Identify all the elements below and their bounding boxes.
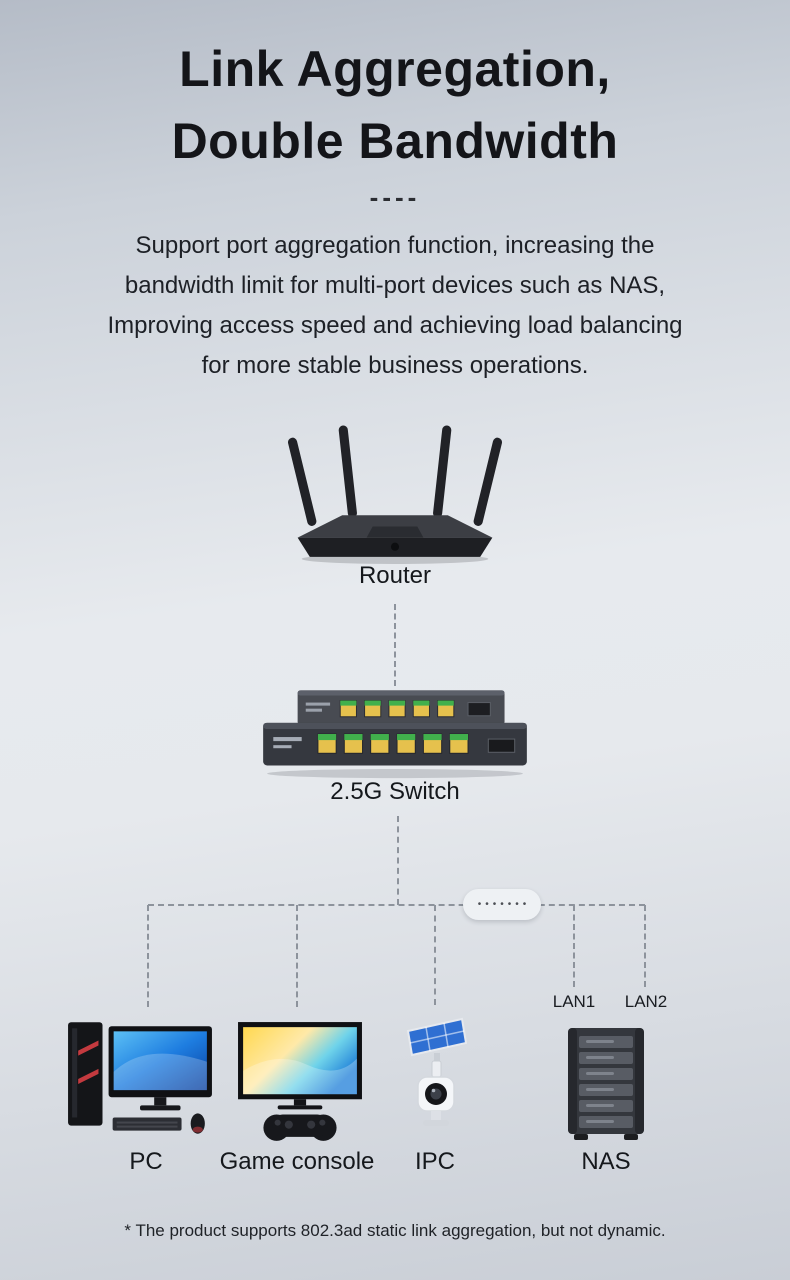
- router-label: Router: [358, 562, 432, 589]
- pc-monitor: [108, 1026, 212, 1111]
- switch-label: 2.5G Switch: [330, 778, 460, 805]
- switch-rear-unit: [297, 690, 505, 725]
- switch-front-port-leds: [317, 734, 469, 741]
- router-illustration: [287, 425, 503, 564]
- nas-feet: [574, 1134, 638, 1140]
- pc-label: PC: [129, 1148, 163, 1175]
- switch-front-unit: [263, 722, 527, 766]
- connector-drop-pc: [147, 905, 149, 1007]
- description-line: Support port aggregation function, incre…: [135, 232, 655, 259]
- connector-bus-horizontal: [148, 904, 645, 906]
- switch-rear-port-leds: [340, 700, 454, 706]
- pc-tower: [68, 1022, 103, 1126]
- more-devices-ellipsis-pill: •••••••: [463, 889, 541, 920]
- description-line: bandwidth limit for multi-port devices s…: [124, 272, 666, 299]
- switch-shadow: [267, 769, 523, 779]
- nas-lan2-label: LAN2: [624, 992, 668, 1011]
- ipc-camera: [417, 1053, 455, 1126]
- nas-drive-bays: [579, 1036, 633, 1128]
- nas-illustration: [568, 1028, 644, 1140]
- switch-illustration: [263, 690, 527, 779]
- description-line: Improving access speed and achieving loa…: [107, 312, 683, 339]
- ellipsis-dots: •••••••: [477, 898, 531, 910]
- connector-router-switch: [394, 604, 396, 686]
- switch-sfp-port: [487, 738, 516, 753]
- page-title-line2: Double Bandwidth: [171, 113, 619, 169]
- game-console-label: Game console: [219, 1148, 375, 1175]
- footnote-text: * The product supports 802.3ad static li…: [124, 1221, 666, 1240]
- nas-lan1-label: LAN1: [552, 992, 596, 1011]
- gamepad: [263, 1114, 337, 1141]
- ipc-illustration: [406, 1017, 468, 1126]
- connector-drop-nas-lan1: [573, 905, 575, 987]
- connector-drop-game-console: [296, 905, 298, 1007]
- ipc-label: IPC: [414, 1148, 455, 1175]
- description-paragraph: Support port aggregation function, incre…: [0, 226, 790, 386]
- page-title-line1: Link Aggregation,: [179, 41, 611, 97]
- game-monitor: [238, 1022, 362, 1110]
- connector-switch-bus: [397, 816, 399, 905]
- connector-drop-ipc: [434, 905, 436, 1005]
- pc-mouse: [190, 1113, 205, 1134]
- pc-illustration: [68, 1022, 212, 1134]
- router-antennas: [287, 425, 503, 526]
- nas-label: NAS: [581, 1148, 631, 1175]
- ipc-solar-panel: [406, 1017, 468, 1057]
- connector-drop-nas-lan2: [644, 905, 646, 987]
- router-body: [297, 515, 493, 557]
- title-divider-dashes: ----: [369, 182, 421, 212]
- switch-rear-uplink-port: [467, 702, 491, 717]
- game-console-illustration: [238, 1022, 362, 1141]
- pc-keyboard: [112, 1117, 182, 1131]
- description-line: for more stable business operations.: [201, 352, 589, 379]
